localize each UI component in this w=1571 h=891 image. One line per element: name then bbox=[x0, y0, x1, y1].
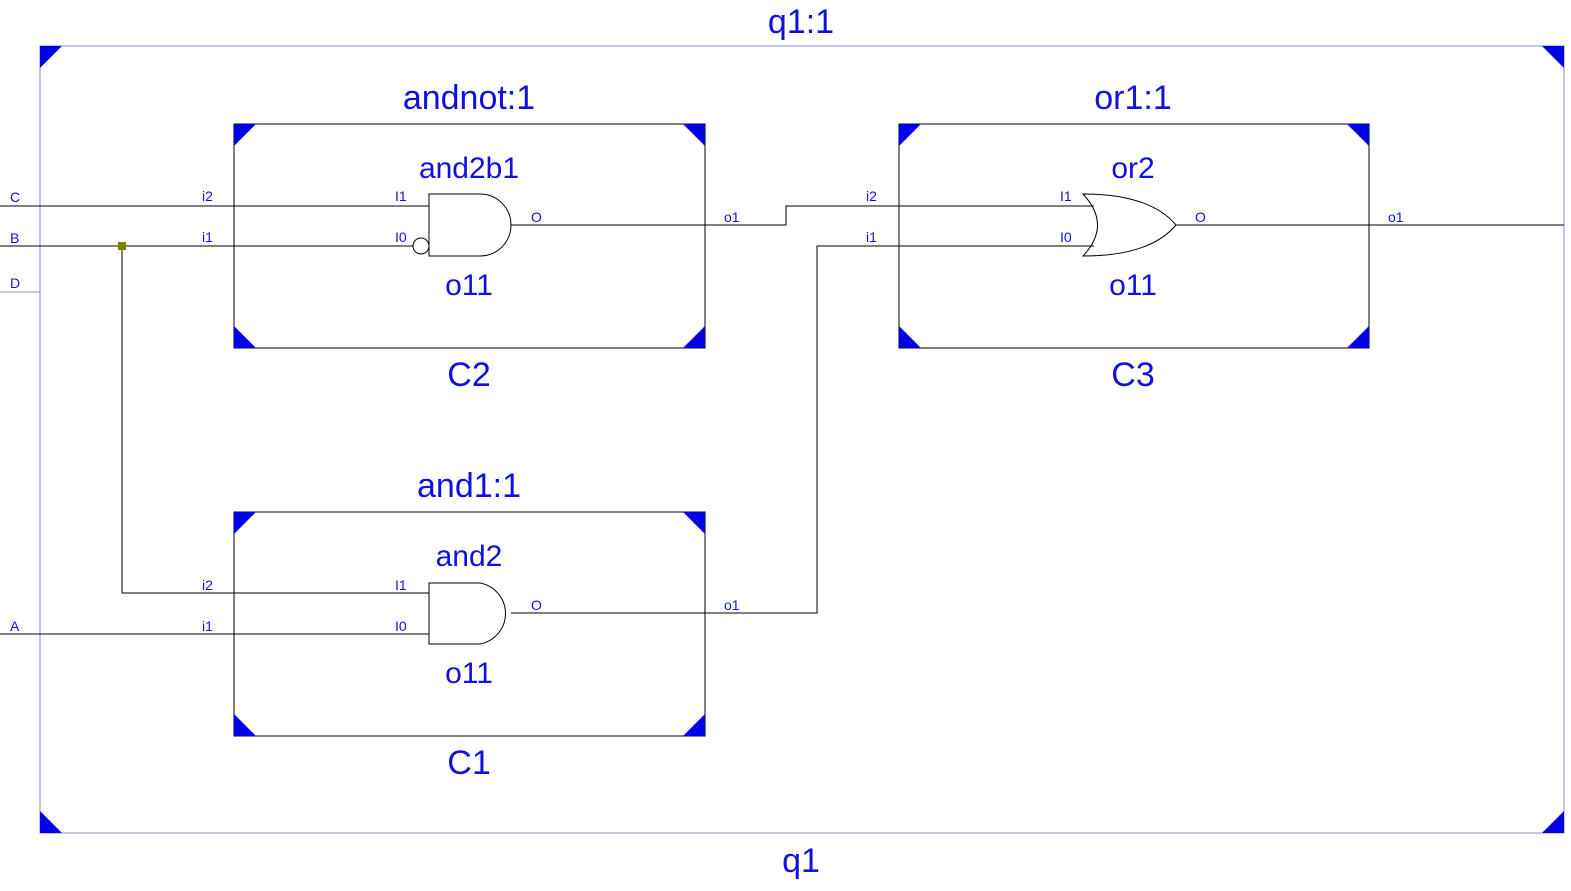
and2b1-gate-symbol[interactable] bbox=[428, 193, 512, 257]
or1-corner-tr bbox=[1347, 124, 1369, 146]
or1-name: or1:1 bbox=[1094, 79, 1172, 117]
or1-pin-o1: o1 bbox=[1388, 209, 1404, 225]
andnot-name: andnot:1 bbox=[403, 79, 535, 117]
or2-pin-O: O bbox=[1195, 209, 1206, 225]
or1-gate-instance: o11 bbox=[1109, 269, 1157, 302]
or2-pin-I1: I1 bbox=[1060, 188, 1072, 204]
outer-corner-tl bbox=[40, 46, 62, 68]
andnot-corner-tl bbox=[234, 124, 256, 146]
wire-and1-out[interactable] bbox=[511, 245, 1094, 614]
andnot-gate-instance: o11 bbox=[445, 269, 493, 302]
or1-corner-br bbox=[1347, 326, 1369, 348]
and2b1-pin-I1: I1 bbox=[395, 188, 407, 204]
port-b-label[interactable]: B bbox=[10, 230, 19, 246]
and2b1-pin-I0: I0 bbox=[395, 229, 407, 245]
and2b1-pin-O: O bbox=[531, 209, 542, 225]
outer-block-name: q1:1 bbox=[768, 3, 834, 41]
andnot-pin-i2: i2 bbox=[202, 188, 213, 204]
inverter-bubble-icon bbox=[412, 237, 430, 255]
wires bbox=[0, 205, 1564, 635]
and2-pin-I0: I0 bbox=[395, 618, 407, 634]
and1-frame[interactable] bbox=[233, 511, 706, 737]
andnot-pin-i1: i1 bbox=[202, 229, 213, 245]
module-and1[interactable]: and1:1 C1 and2 o11 i2 i1 I1 I0 O o1 bbox=[202, 467, 740, 782]
and1-name: and1:1 bbox=[417, 467, 521, 505]
and1-pin-o1: o1 bbox=[724, 597, 740, 613]
and1-gate-instance: o11 bbox=[445, 657, 493, 690]
or1-corner-tl bbox=[899, 124, 921, 146]
module-or1[interactable]: or1:1 C3 or2 o11 i2 i1 I1 I0 O o1 bbox=[866, 79, 1404, 394]
junction-dot bbox=[118, 242, 126, 250]
and1-corner-br bbox=[683, 714, 705, 736]
port-a-label[interactable]: A bbox=[10, 618, 20, 634]
port-d-label[interactable]: D bbox=[10, 275, 20, 291]
andnot-corner-bl bbox=[234, 326, 256, 348]
or1-instance: C3 bbox=[1111, 356, 1154, 394]
andnot-corner-br bbox=[683, 326, 705, 348]
andnot-corner-tr bbox=[683, 124, 705, 146]
or1-pin-i2: i2 bbox=[866, 188, 877, 204]
or1-gate-name: or2 bbox=[1111, 152, 1154, 185]
port-c-label[interactable]: C bbox=[10, 189, 20, 205]
andnot-pin-o1: o1 bbox=[724, 209, 740, 225]
and1-corner-tr bbox=[683, 512, 705, 534]
or1-frame[interactable] bbox=[898, 123, 1370, 349]
or2-pin-I0: I0 bbox=[1060, 229, 1072, 245]
andnot-instance: C2 bbox=[447, 356, 490, 394]
wire-andnot-out[interactable] bbox=[511, 205, 1094, 226]
and1-corner-bl bbox=[234, 714, 256, 736]
or2-gate-symbol[interactable] bbox=[1081, 193, 1177, 257]
or1-pin-i1: i1 bbox=[866, 229, 877, 245]
andnot-gate-name: and2b1 bbox=[419, 152, 519, 185]
and1-pin-i2: i2 bbox=[202, 577, 213, 593]
outer-block-frame[interactable] bbox=[39, 45, 1565, 834]
module-andnot[interactable]: andnot:1 C2 and2b1 o11 i2 i1 I1 I0 O o1 bbox=[202, 79, 740, 394]
and2-pin-O: O bbox=[531, 597, 542, 613]
and1-corner-tl bbox=[234, 512, 256, 534]
and1-gate-name: and2 bbox=[436, 540, 503, 573]
wire-b-branch[interactable] bbox=[121, 246, 429, 594]
outer-corner-tr bbox=[1542, 46, 1564, 68]
and1-instance: C1 bbox=[447, 744, 490, 782]
outer-corner-bl bbox=[40, 811, 62, 833]
or1-corner-bl bbox=[899, 326, 921, 348]
outer-block-instance: q1 bbox=[782, 842, 820, 880]
andnot-frame[interactable] bbox=[233, 123, 706, 349]
and2-gate-symbol[interactable] bbox=[428, 582, 506, 645]
outer-corner-br bbox=[1542, 811, 1564, 833]
and1-pin-i1: i1 bbox=[202, 618, 213, 634]
and2-pin-I1: I1 bbox=[395, 577, 407, 593]
